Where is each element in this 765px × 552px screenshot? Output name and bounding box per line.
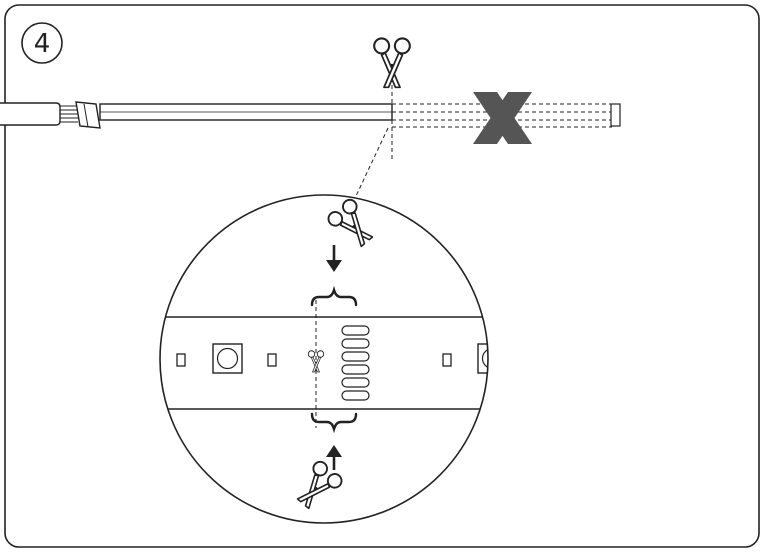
arrow-down-icon: [326, 245, 342, 272]
resistor: [176, 353, 186, 367]
led-chip: [477, 343, 488, 374]
scissors-icon: [373, 37, 411, 89]
frame-border: [4, 4, 760, 548]
step-number: 4: [34, 29, 51, 59]
arrow-up-icon: [326, 445, 342, 470]
zoom-leader-line: [355, 127, 389, 197]
led-chip: [212, 343, 243, 374]
brace-top: [310, 285, 358, 307]
step-badge: 4: [21, 22, 63, 64]
zoom-detail: [159, 194, 489, 524]
led-strip-full: [0, 85, 621, 160]
brace-bottom: [310, 412, 358, 434]
x-mark-icon: [473, 92, 532, 144]
resistor: [442, 353, 452, 367]
copper-pads: [341, 325, 370, 401]
resistor: [267, 353, 277, 367]
